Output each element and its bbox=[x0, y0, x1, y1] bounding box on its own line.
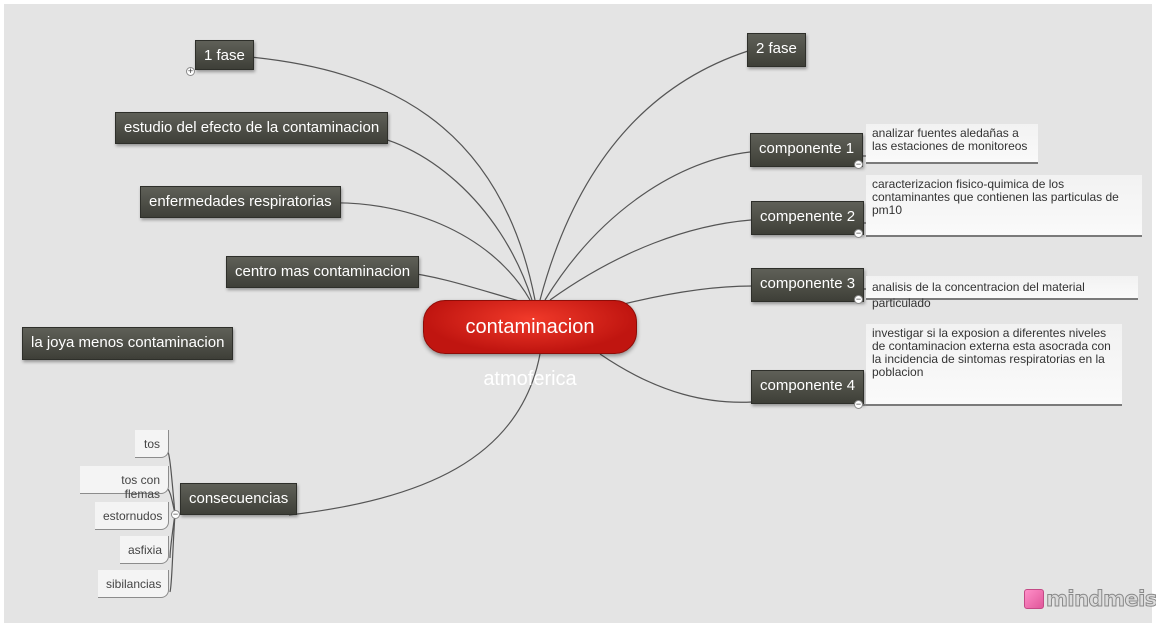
collapse-toggle-comp3[interactable]: − bbox=[854, 294, 863, 304]
note-componente-4[interactable]: investigar si la exposion a diferentes n… bbox=[866, 324, 1122, 406]
note-componente-3[interactable]: analisis de la concentracion del materia… bbox=[866, 276, 1138, 310]
mindmeister-logo: mindmeister bbox=[1024, 587, 1156, 612]
central-topic[interactable]: contaminacion atmoferica bbox=[423, 300, 637, 390]
topic-consecuencias[interactable]: consecuencias bbox=[180, 483, 298, 515]
leaf-tos-con-flemas[interactable]: tos con flemas bbox=[80, 466, 169, 501]
leaf-sibilancias[interactable]: sibilancias bbox=[98, 570, 169, 598]
logo-text: mindmeister bbox=[1045, 587, 1156, 612]
topic-componente-4[interactable]: componente 4 bbox=[751, 370, 865, 404]
topic-fase2[interactable]: 2 fase bbox=[747, 33, 806, 67]
topic-componente-3[interactable]: componente 3 bbox=[751, 268, 865, 302]
topic-fase1[interactable]: 1 fase bbox=[195, 40, 254, 70]
note-componente-1[interactable]: analizar fuentes aledañas a las estacion… bbox=[866, 124, 1038, 164]
leaf-tos[interactable]: tos bbox=[135, 430, 169, 458]
expand-toggle-fase1[interactable]: + bbox=[186, 66, 195, 76]
collapse-toggle-consecuencias[interactable]: − bbox=[171, 509, 180, 519]
leaf-asfixia[interactable]: asfixia bbox=[120, 536, 169, 564]
topic-centro[interactable]: centro mas contaminacion bbox=[226, 256, 420, 288]
note-componente-2[interactable]: caracterizacion fisico-quimica de los co… bbox=[866, 175, 1142, 237]
topic-componente-1[interactable]: componente 1 bbox=[750, 133, 864, 167]
collapse-toggle-comp1[interactable]: − bbox=[854, 159, 863, 169]
collapse-toggle-comp4[interactable]: − bbox=[854, 399, 863, 409]
topic-enfermedades[interactable]: enfermedades respiratorias bbox=[140, 186, 341, 218]
topic-componente-2[interactable]: compenente 2 bbox=[751, 201, 865, 235]
topic-estudio[interactable]: estudio del efecto de la contaminacion bbox=[115, 112, 389, 144]
topic-joya[interactable]: la joya menos contaminacion bbox=[22, 327, 234, 360]
leaf-estornudos[interactable]: estornudos bbox=[95, 502, 169, 530]
collapse-toggle-comp2[interactable]: − bbox=[854, 228, 863, 238]
mindmeister-logo-icon bbox=[1024, 589, 1044, 609]
